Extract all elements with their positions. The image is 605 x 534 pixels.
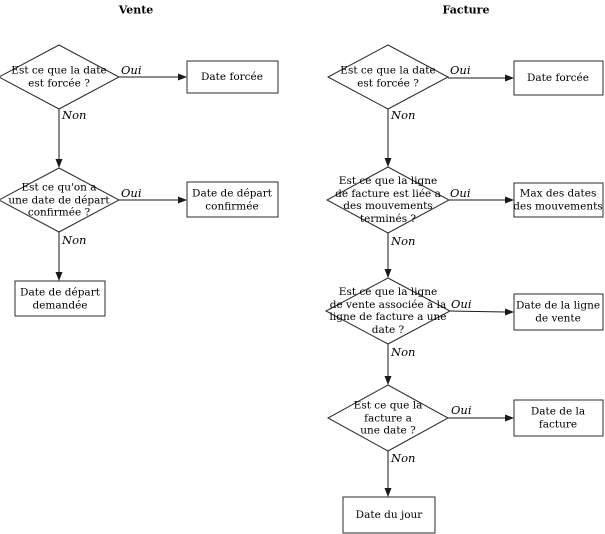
facture-q1-oui-label: Oui — [450, 63, 471, 77]
facture-q4-result-label: Date de la facture — [530, 405, 586, 431]
vente-q1-result-label: Date forcée — [201, 70, 263, 83]
vente-q1-non-label: Non — [62, 108, 87, 122]
facture-arrow-q2-non — [384, 233, 392, 278]
facture-arrow-q1-non — [384, 109, 392, 167]
vente-arrow-q2-oui — [119, 196, 187, 204]
facture-arrow-q2-oui — [449, 196, 514, 204]
facture-q2-non-label: Non — [391, 234, 416, 248]
vente-column-title: Vente — [118, 3, 154, 17]
facture-q2-question: Est ce que la ligne de facture est liée … — [335, 175, 441, 225]
facture-q3-oui-label: Oui — [451, 297, 472, 311]
vente-arrow-q1-oui — [119, 73, 187, 81]
facture-q1-result-label: Date forcée — [527, 71, 589, 84]
vente-fallback-label: Date de départ demandée — [20, 286, 100, 312]
facture-q3-non-label: Non — [391, 345, 416, 359]
vente-q2-oui-label: Oui — [121, 186, 142, 200]
vente-q2-non-label: Non — [62, 233, 87, 247]
vente-arrow-q2-non — [55, 232, 63, 281]
vente-box-depart-demandee — [14, 280, 106, 317]
facture-q3-question: Est ce que la ligne de vente associée à … — [329, 286, 447, 336]
facture-q3-result-label: Date de la ligne de vente — [515, 299, 601, 325]
facture-arrow-q4-oui — [448, 414, 514, 422]
facture-q4-oui-label: Oui — [451, 403, 472, 417]
facture-q1-non-label: Non — [391, 108, 416, 122]
vente-box-depart-confirmee — [186, 181, 279, 218]
vente-q2-result-label: Date de départ confirmée — [192, 187, 272, 213]
facture-q2-result-label: Max des dates des mouvements — [513, 187, 603, 213]
facture-q2-oui-label: Oui — [450, 186, 471, 200]
facture-q4-non-label: Non — [391, 451, 416, 465]
facture-box-date-du-jour — [342, 496, 436, 534]
facture-arrow-q3-oui — [449, 308, 514, 316]
facture-q1-question: Est ce que la date est forcée ? — [340, 64, 436, 90]
facture-arrow-q3-non — [384, 344, 392, 385]
facture-q4-question: Est ce que la facture a une date ? — [353, 399, 423, 437]
facture-arrow-q1-oui — [448, 74, 514, 82]
facture-column-title: Facture — [442, 3, 490, 17]
facture-fallback-label: Date du jour — [355, 508, 423, 521]
facture-arrow-q4-non — [384, 451, 392, 497]
vente-q1-question: Est ce que la date est forcée ? — [11, 64, 107, 90]
vente-arrow-q1-non — [55, 109, 63, 168]
vente-q1-oui-label: Oui — [121, 63, 142, 77]
vente-q2-question: Est ce qu'on a une date de départ confir… — [8, 181, 110, 219]
